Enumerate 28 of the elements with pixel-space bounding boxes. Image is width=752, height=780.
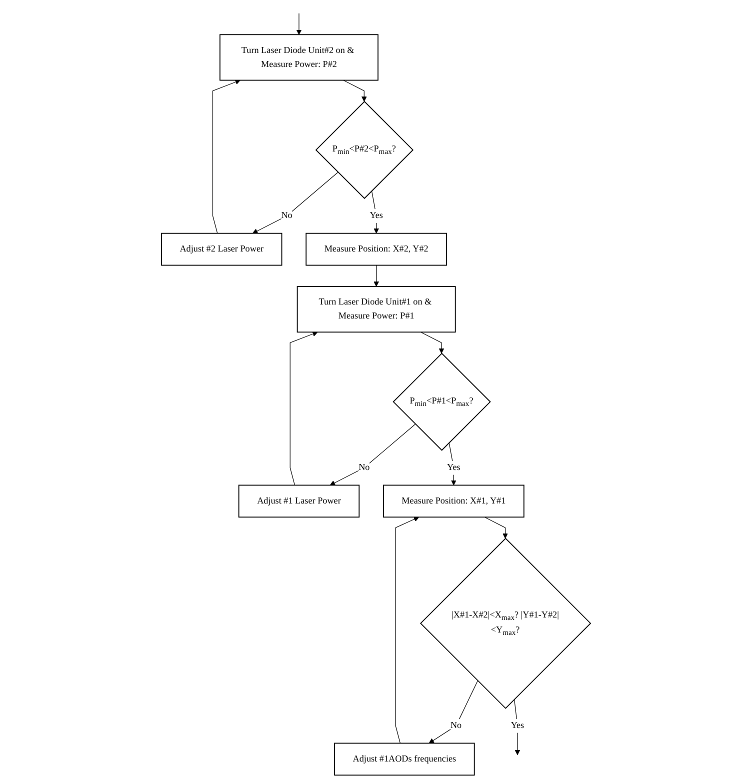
node-diamond: P$_{min}$<P#1<P$_{max}$? — [392, 352, 491, 451]
arrow — [212, 79, 240, 234]
edge-label: Yes — [510, 720, 524, 730]
arrow — [252, 172, 338, 234]
node-box: Adjust #2 Laser Power — [161, 232, 282, 266]
arrow — [290, 331, 318, 486]
node-box: Measure Position: X#2, Y#2 — [306, 232, 448, 266]
edge-label: Yes — [447, 462, 460, 472]
edge-label: Yes — [370, 210, 383, 221]
edge-label: No — [281, 210, 292, 221]
node-box: Turn Laser Diode Unit#1 on & Measure Power: P#1 — [296, 286, 456, 333]
arrow — [395, 516, 420, 744]
node-diamond: |X#1-X#2|<X$_{max}$? |Y#1-Y#2|<Y$_{max}$? — [420, 538, 592, 709]
arrow — [428, 680, 478, 744]
arrow — [330, 424, 416, 486]
node-box: Adjust #1AODs frequencies — [334, 742, 475, 776]
edge-label: No — [450, 720, 462, 730]
arrow — [514, 698, 520, 756]
node-box: Turn Laser Diode Unit#2 on & Measure Power: P#2 — [220, 34, 378, 81]
arrow — [296, 13, 302, 35]
arrow — [374, 264, 379, 287]
node-box: Measure Position: X#1, Y#1 — [382, 484, 524, 518]
arrow — [343, 80, 367, 102]
arrow — [484, 516, 508, 539]
arrow — [420, 332, 444, 354]
edge-label: No — [358, 462, 370, 472]
node-box: Adjust #1 Laser Power — [238, 484, 360, 518]
node-diamond: P$_{min}$<P#2<P$_{max}$? — [315, 100, 414, 200]
